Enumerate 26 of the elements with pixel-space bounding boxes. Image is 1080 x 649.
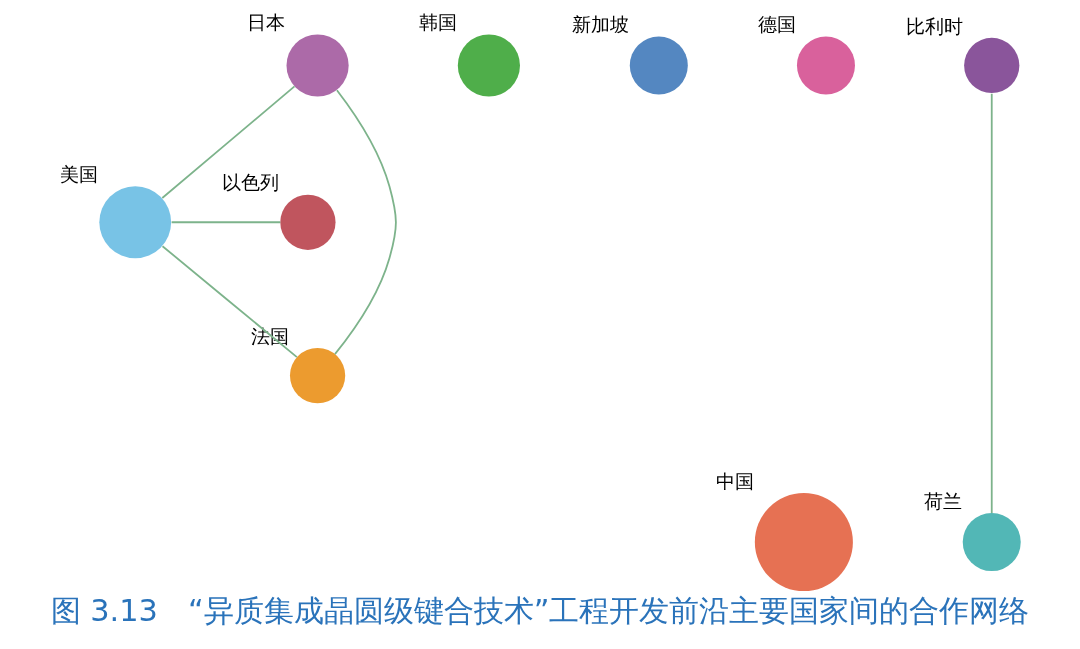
connector bbox=[161, 85, 296, 199]
node-circle bbox=[796, 36, 855, 95]
node-circle bbox=[280, 194, 336, 250]
node-circle bbox=[289, 348, 346, 404]
connector bbox=[161, 245, 298, 359]
caption: 图 3.13 “异质集成晶圆级键合技术”工程开发前沿主要国家间的合作网络 bbox=[50, 592, 1030, 628]
node-label: 日本 bbox=[247, 11, 286, 35]
node-label: 德国 bbox=[757, 13, 796, 37]
node-circle bbox=[964, 37, 1020, 94]
connector bbox=[990, 92, 993, 514]
node-circle bbox=[754, 493, 853, 592]
node-label: 中国 bbox=[715, 469, 754, 493]
node-circle bbox=[962, 513, 1021, 572]
connector bbox=[170, 221, 282, 224]
connector bbox=[334, 89, 397, 355]
node-label: 美国 bbox=[60, 163, 99, 187]
node-circle bbox=[286, 34, 349, 97]
node-circle bbox=[629, 36, 688, 95]
node-label: 法国 bbox=[250, 324, 289, 348]
node-label: 荷兰 bbox=[923, 489, 962, 513]
node-label: 新加坡 bbox=[571, 13, 629, 37]
node-label: 比利时 bbox=[905, 14, 963, 38]
node-label: 韩国 bbox=[418, 11, 457, 35]
node-circle bbox=[457, 34, 520, 97]
node-label: 以色列 bbox=[222, 171, 280, 195]
node-circle bbox=[99, 186, 172, 259]
